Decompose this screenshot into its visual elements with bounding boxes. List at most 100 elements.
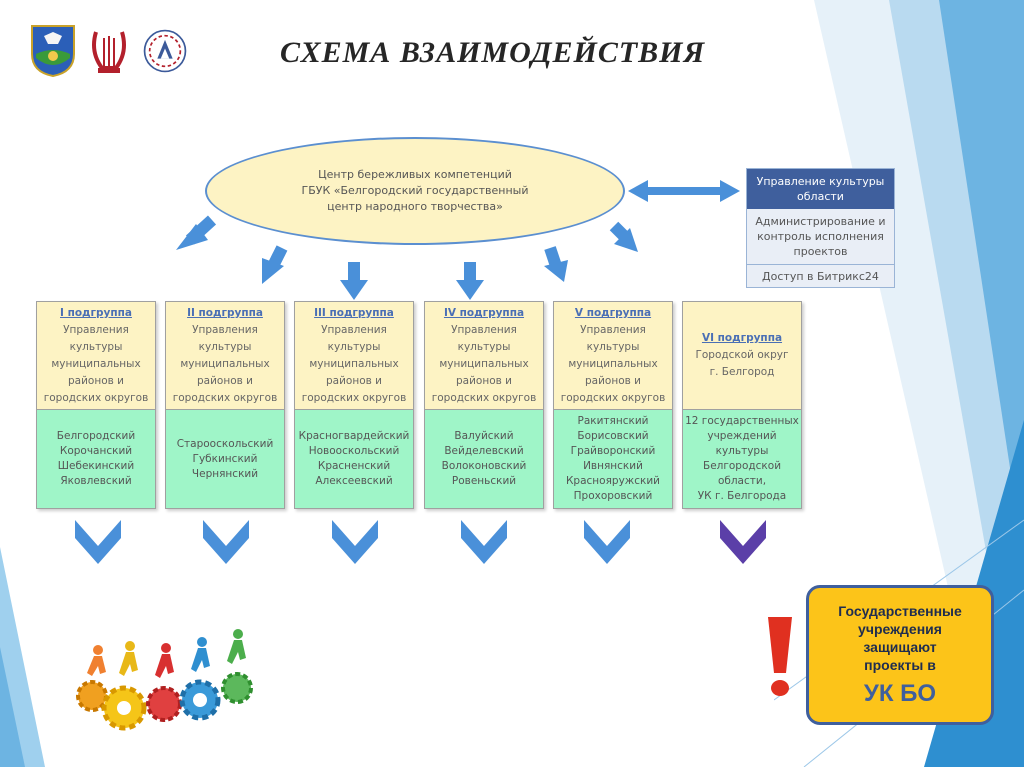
subgroup-3-name: III подгруппа: [314, 307, 394, 319]
center-line-3: центр народного творчества»: [327, 200, 503, 213]
page-title: СХЕМА ВЗАИМОДЕЙСТВИЯ: [280, 36, 706, 69]
subgroup-1-desc-4: районов и: [68, 375, 124, 387]
belgorod-coat-of-arms-icon: [31, 25, 75, 78]
admin-footer-bitrix: Доступ в Битрикс24: [762, 269, 879, 283]
subgroup-6-member: культуры: [715, 445, 769, 457]
subgroup-5-desc-4: районов и: [585, 375, 641, 387]
subgroup-5-member: Ракитянский: [577, 415, 649, 427]
subgroup-1-members: Белгородский Корочанский Шебекинский Яко…: [37, 410, 155, 508]
subgroup-5-header: V подгруппа Управления культуры муниципа…: [554, 302, 672, 410]
arrow-to-group-5: [544, 246, 568, 282]
arrow-to-group-1: [176, 215, 217, 250]
admin-header-line-2: области: [797, 190, 844, 203]
subgroup-3-member: Алексеевский: [315, 475, 393, 487]
subgroup-5-member: Грайворонский: [570, 445, 656, 457]
subgroup-3-desc-5: городских округов: [301, 392, 407, 404]
subgroup-3-desc-1: Управления: [321, 324, 387, 336]
chevron-down-icon: [584, 520, 630, 564]
subgroup-6: VI подгруппа Городской округ г. Белгород…: [682, 301, 802, 509]
arrow-to-group-6: [609, 221, 638, 252]
subgroup-4-member: Волоконовский: [441, 460, 527, 472]
admin-middle-line-2: контроль исполнения: [757, 230, 884, 243]
protection-note: Государственные учреждения защищают прое…: [806, 585, 994, 725]
subgroup-4-member: Вейделевский: [444, 445, 524, 457]
subgroup-5-desc-3: муниципальных: [568, 358, 658, 370]
subgroup-2-name: II подгруппа: [187, 307, 263, 319]
exclamation-icon: [768, 617, 792, 696]
center-line-1: Центр бережливых компетенций: [318, 168, 512, 181]
subgroup-3-desc-2: культуры: [327, 341, 381, 353]
chevron-down-icon: [720, 520, 766, 564]
subgroup-5-desc-2: культуры: [586, 341, 640, 353]
subgroup-3-members: Красногвардейский Новооскольский Краснен…: [295, 410, 413, 508]
subgroup-1-member: Яковлевский: [60, 475, 132, 487]
note-big-text: УК БО: [863, 680, 937, 707]
subgroup-4-header: IV подгруппа Управления культуры муницип…: [425, 302, 543, 410]
subgroup-3-member: Красненский: [317, 460, 391, 472]
subgroup-2-desc-5: городских округов: [172, 392, 278, 404]
note-line-1: Государственные: [838, 603, 962, 619]
subgroup-5-member: Прохоровский: [573, 490, 653, 502]
admin-header-line-1: Управление культуры: [756, 175, 885, 188]
subgroup-6-name: VI подгруппа: [701, 332, 783, 344]
subgroup-6-members: 12 государственных учреждений культуры Б…: [683, 410, 801, 508]
subgroup-3-member: Новооскольский: [308, 445, 400, 457]
subgroup-4-desc-1: Управления: [451, 324, 517, 336]
subgroup-3-desc-3: муниципальных: [309, 358, 399, 370]
subgroup-2-header: II подгруппа Управления культуры муницип…: [166, 302, 284, 410]
subgroup-1-desc-1: Управления: [63, 324, 129, 336]
center-line-2: ГБУК «Белгородский государственный: [301, 184, 529, 197]
subgroup-2-desc-3: муниципальных: [180, 358, 270, 370]
admin-middle-line-3: проектов: [793, 245, 848, 258]
subgroup-4-member: Валуйский: [454, 430, 514, 442]
subgroup-4-name: IV подгруппа: [443, 307, 525, 319]
chevron-down-icon: [75, 520, 121, 564]
chevron-down-icon: [332, 520, 378, 564]
subgroup-4-desc-5: городских округов: [431, 392, 537, 404]
subgroup-2-member: Губкинский: [192, 452, 258, 465]
subgroup-6-desc-2: г. Белгород: [709, 366, 775, 378]
subgroup-5-desc-1: Управления: [580, 324, 646, 336]
subgroup-3-desc-4: районов и: [326, 375, 382, 387]
lyre-emblem-icon: [92, 31, 126, 73]
subgroup-2-member: Старооскольский: [176, 437, 274, 450]
subgroup-1-header: I подгруппа Управления культуры муниципа…: [37, 302, 155, 410]
subgroup-6-member: области,: [717, 475, 767, 487]
subgroup-5: V подгруппа Управления культуры муниципа…: [553, 301, 673, 509]
chevron-down-icon: [203, 520, 249, 564]
subgroup-6-member: УК г. Белгорода: [697, 490, 787, 502]
subgroup-5-desc-5: городских округов: [560, 392, 666, 404]
subgroup-2-desc-2: культуры: [198, 341, 252, 353]
subgroup-2-desc-4: районов и: [197, 375, 253, 387]
arrow-to-group-4: [456, 262, 484, 300]
arrow-to-group-3: [340, 262, 368, 300]
subgroup-4: IV подгруппа Управления культуры муницип…: [424, 301, 544, 509]
subgroup-1: I подгруппа Управления культуры муниципа…: [36, 301, 156, 509]
subgroup-2-members: Старооскольский Губкинский Чернянский: [166, 410, 284, 508]
note-line-2: учреждения: [858, 621, 942, 637]
admin-header: Управление культуры области: [747, 169, 894, 209]
subgroup-6-member: Белгородской: [702, 460, 782, 472]
double-arrow-center-admin: [628, 180, 740, 202]
subgroup-5-members: Ракитянский Борисовский Грайворонский Ив…: [554, 410, 672, 508]
note-line-4: проекты в: [864, 657, 936, 673]
subgroup-5-member: Краснояружский: [565, 475, 661, 487]
subgroup-3: III подгруппа Управления культуры муници…: [294, 301, 414, 509]
subgroup-2-desc-1: Управления: [192, 324, 258, 336]
subgroup-3-member: Красногвардейский: [298, 430, 410, 442]
subgroup-6-header: VI подгруппа Городской округ г. Белгород: [683, 302, 801, 410]
subgroup-1-member: Корочанский: [59, 445, 133, 457]
subgroup-5-member: Ивнянский: [583, 460, 643, 472]
subgroup-4-member: Ровеньский: [451, 475, 517, 487]
logos: [30, 24, 188, 78]
subgroup-4-desc-2: культуры: [457, 341, 511, 353]
subgroup-4-desc-4: районов и: [456, 375, 512, 387]
running-people-gears-icon: [76, 629, 253, 731]
subgroup-4-desc-3: муниципальных: [439, 358, 529, 370]
admin-middle: Администрирование и контроль исполнения …: [747, 209, 894, 265]
regional-culture-administration: Управление культуры области Администриро…: [746, 168, 895, 288]
decorative-left-shape: [0, 547, 45, 767]
subgroup-1-desc-5: городских округов: [43, 392, 149, 404]
subgroup-1-desc-3: муниципальных: [51, 358, 141, 370]
subgroup-2: II подгруппа Управления культуры муницип…: [165, 301, 285, 509]
